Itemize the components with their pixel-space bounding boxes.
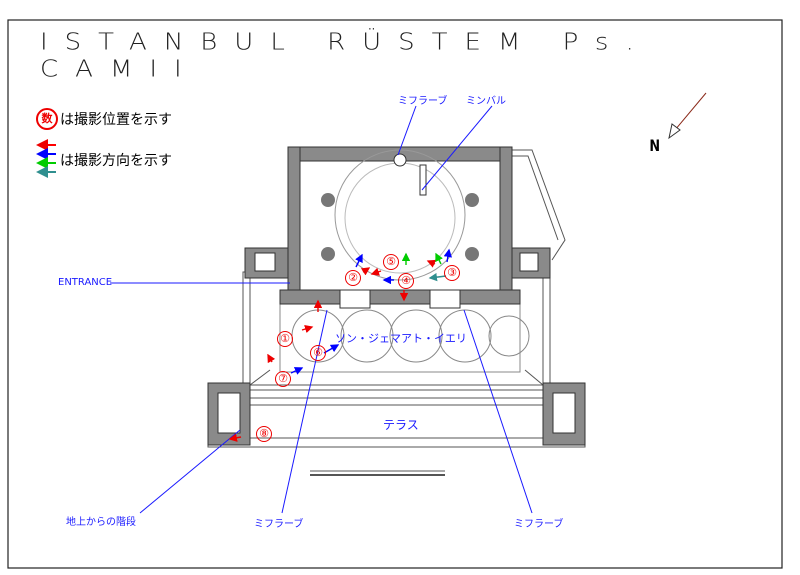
shot-marker-6: ⑥ (310, 345, 326, 361)
prayer-hall (244, 146, 551, 309)
label-terrace: テラス (383, 418, 419, 432)
shot-marker-3: ③ (444, 265, 460, 281)
legend-direction-text: は撮影方向を示す (60, 153, 172, 169)
shot-direction-arrow (290, 367, 304, 375)
shot-direction-arrow (323, 344, 340, 354)
shot-marker-8: ⑧ (256, 426, 272, 442)
label-mihrab-top: ミフラーブ (398, 96, 448, 107)
shot-direction-arrows (228, 248, 452, 442)
shot-direction-arrow (228, 433, 242, 442)
label-entrance: ENTRANCE (58, 277, 113, 288)
shot-direction-arrow (435, 252, 443, 265)
shot-direction-arrow (428, 272, 447, 282)
frame (7, 19, 783, 569)
shot-marker-4: ④ (398, 273, 414, 289)
shot-marker-5: ⑤ (383, 254, 399, 270)
label-son-cemaat-yeri: ソン・ジェマアト・イエリ (335, 332, 467, 345)
shot-direction-arrow (355, 253, 363, 268)
label-minbar: ミンバル (466, 96, 506, 107)
shot-marker-2: ② (345, 270, 361, 286)
stair-towers (207, 382, 586, 446)
legend-arrows (36, 139, 56, 178)
drawing-title: ISTANBUL RÜSTEM Ps. CAMII (40, 29, 651, 83)
shot-direction-arrow (370, 267, 382, 276)
shot-direction-arrow (426, 259, 437, 268)
label-mihrab-right: ミフラーブ (514, 519, 564, 530)
shot-marker-1: ① (277, 331, 293, 347)
north-arrow-icon (668, 92, 707, 140)
label-stairs: 地上からの階段 (66, 517, 136, 528)
leader-lines (110, 105, 533, 514)
label-mihrab-left: ミフラーブ (254, 519, 304, 530)
shot-marker-7: ⑦ (275, 371, 291, 387)
north-label: N (649, 136, 661, 155)
legend-position-text: は撮影位置を示す (60, 112, 172, 128)
shot-direction-arrow (360, 267, 371, 276)
shot-direction-arrow (443, 248, 452, 263)
shot-direction-arrow (301, 324, 314, 334)
shot-direction-arrow (267, 353, 276, 364)
position-symbol-icon: 数 (36, 108, 58, 130)
